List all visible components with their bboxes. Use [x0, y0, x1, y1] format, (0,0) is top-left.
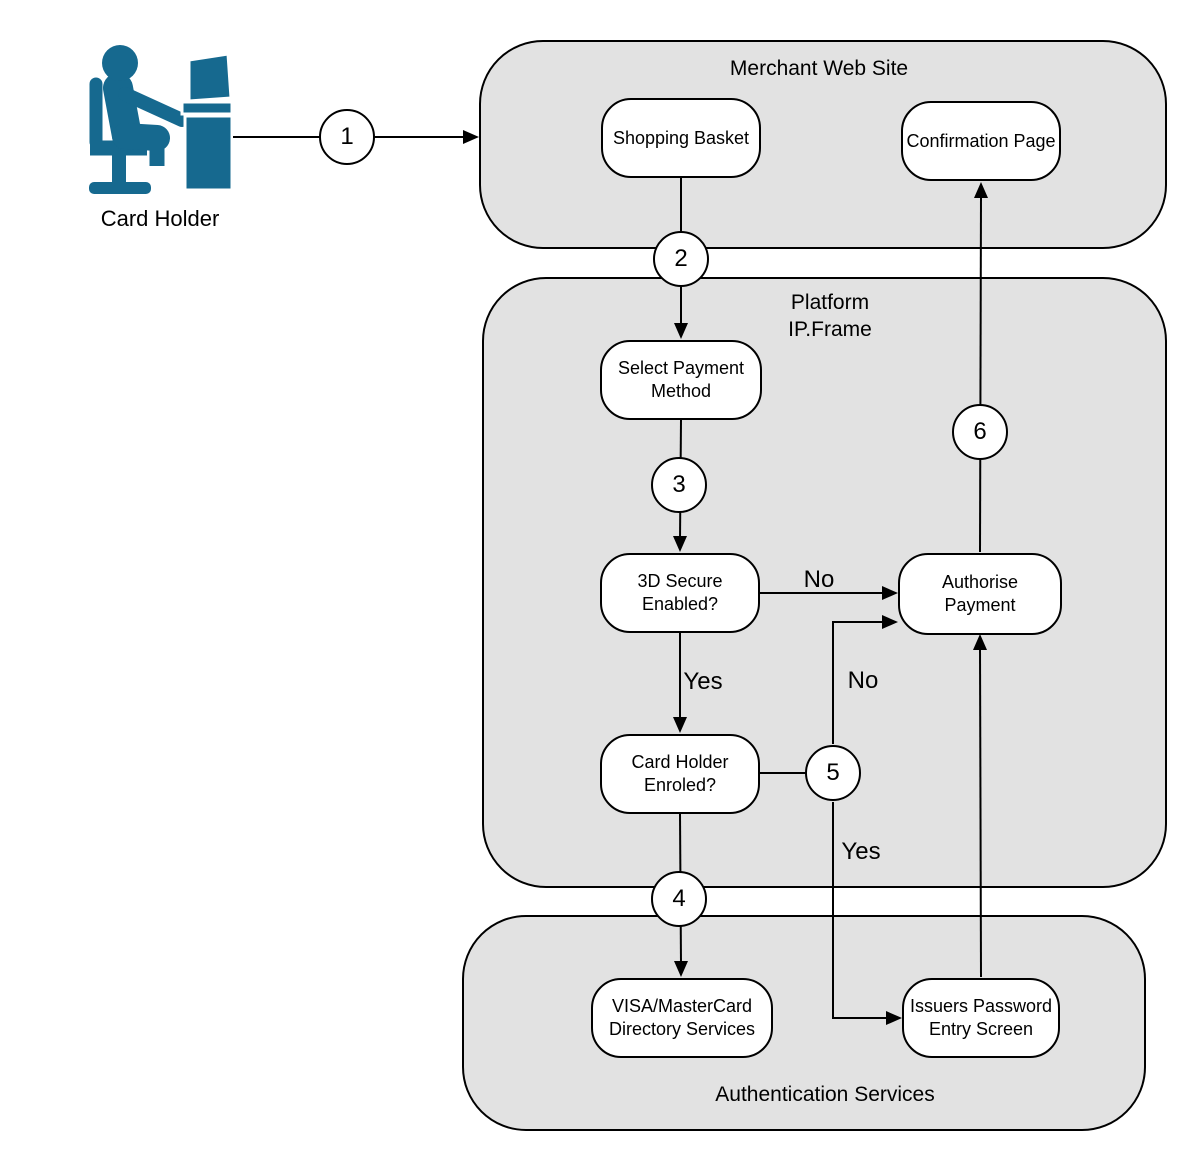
node-3d-secure-enabled: 3D Secure Enabled?: [600, 553, 760, 633]
monitor: [187, 52, 233, 103]
chair-base: [89, 182, 151, 194]
auth-container-title: Authentication Services: [715, 1083, 935, 1106]
chair-pedestal: [112, 154, 126, 182]
desk: [183, 114, 233, 192]
step-circle-2: 2: [653, 231, 709, 287]
edge-label-3dsecure-yes: Yes: [683, 668, 723, 695]
node-card-holder-enroled: Card Holder Enroled?: [600, 734, 760, 814]
node-label: Authorise: [941, 572, 1019, 592]
node-issuers-password-entry: Issuers Password Entry Screen: [902, 978, 1060, 1058]
platform-container-title: Platform IP.Frame: [788, 289, 872, 343]
node-select-payment-method: Select Payment Method: [600, 340, 762, 420]
node-label: Method: [650, 381, 712, 401]
step-circle-1: 1: [319, 109, 375, 165]
card-holder-icon: [89, 45, 233, 194]
node-label: Directory Services: [608, 1019, 756, 1039]
node-visa-mastercard-directory: VISA/MasterCard Directory Services: [591, 978, 773, 1058]
node-label: VISA/MasterCard: [611, 996, 753, 1016]
node-label: Confirmation Page: [906, 130, 1056, 151]
platform-title-line1: Platform: [790, 291, 870, 314]
node-label: Shopping Basket: [612, 127, 750, 148]
arrowhead-into-merchant: [463, 130, 479, 144]
node-label: Entry Screen: [928, 1019, 1034, 1039]
edge-label-3dsecure-no: No: [803, 566, 835, 593]
edge-label-enroled-yes: Yes: [841, 838, 881, 865]
node-shopping-basket: Shopping Basket: [601, 98, 761, 178]
step-circle-6: 6: [952, 404, 1008, 460]
node-label: Card Holder: [631, 752, 729, 772]
node-label: Payment: [944, 595, 1016, 615]
node-label: 3D Secure: [637, 571, 723, 591]
person-thigh: [112, 123, 170, 151]
card-holder-label: Card Holder: [100, 206, 220, 231]
step-circle-3: 3: [651, 457, 707, 513]
node-label: Select Payment: [617, 358, 745, 378]
node-authorise-payment: Authorise Payment: [898, 553, 1062, 635]
node-label: Issuers Password: [909, 996, 1053, 1016]
step-circle-5: 5: [805, 745, 861, 801]
edge-label-enroled-no: No: [847, 667, 879, 694]
desk-shelf: [180, 100, 233, 116]
person-arm: [118, 87, 189, 127]
step-circle-4: 4: [651, 871, 707, 927]
node-confirmation-page: Confirmation Page: [901, 101, 1061, 181]
node-label: Enabled?: [641, 594, 719, 614]
node-label: Enroled?: [643, 775, 717, 795]
merchant-container-title: Merchant Web Site: [729, 57, 909, 80]
person-head: [102, 45, 138, 81]
platform-title-line2: IP.Frame: [788, 318, 872, 341]
